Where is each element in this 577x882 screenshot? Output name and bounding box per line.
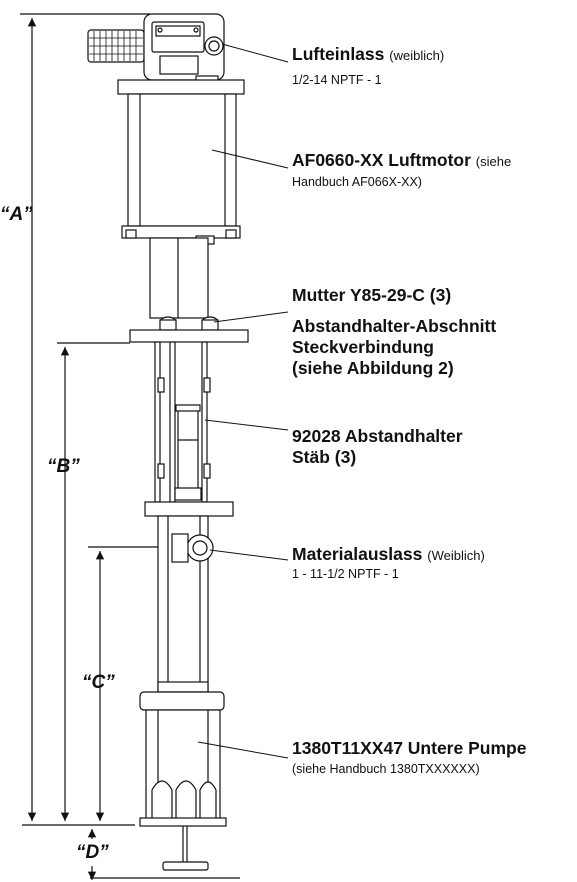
air-inlet-spec: 1/2-14 NPTF - 1 <box>292 73 382 87</box>
nut-line2: Abstandhalter-Abschnitt <box>292 316 497 336</box>
air-inlet-title: Lufteinlass <box>292 44 385 64</box>
lower-pump-title: 1380T11XX47 Untere Pumpe <box>292 738 527 758</box>
nut-line1: Mutter Y85-29-C (3) <box>292 285 452 305</box>
callout-air-inlet: Lufteinlass (weiblich) 1/2-14 NPTF - 1 <box>292 44 444 89</box>
spacer-top-plate <box>129 329 249 343</box>
callout-spacer-rods: 92028 Abstandhalter Stäb (3) <box>292 426 463 468</box>
air-valve-head <box>87 13 225 83</box>
air-motor <box>117 79 245 245</box>
callout-lower-pump: 1380T11XX47 Untere Pumpe (siehe Handbuch… <box>292 738 526 778</box>
pump-foot <box>162 861 209 871</box>
dimension-b-label: “B” <box>47 456 80 477</box>
air-motor-spec: Handbuch AF066X-XX) <box>292 175 422 189</box>
callout-air-motor: AF0660-XX Luftmotor (siehe Handbuch AF06… <box>292 150 511 191</box>
air-inlet-note: (weiblich) <box>389 48 445 63</box>
motor-top-flange <box>117 79 245 95</box>
material-outlet-note: (Weiblich) <box>427 548 485 563</box>
spacer-rods-line1: 92028 Abstandhalter <box>292 426 463 446</box>
material-outlet-spec: 1 - 11-1/2 NPTF - 1 <box>292 567 399 581</box>
leader-lines <box>197 43 289 759</box>
outlet-body <box>157 515 214 693</box>
air-motor-note: (siehe <box>475 154 512 169</box>
pump-top-collar <box>139 691 225 711</box>
nut-line3: Steckverbindung <box>292 337 434 357</box>
dimension-a-label: “A” <box>0 204 33 225</box>
material-outlet-title: Materialauslass <box>292 544 423 564</box>
lower-pump <box>139 691 227 871</box>
connecting-rod <box>177 407 199 494</box>
lower-pump-spec: (siehe Handbuch 1380TXXXXXX) <box>292 762 480 776</box>
dimension-d-label: “D” <box>76 842 109 863</box>
motor-bottom-flange <box>121 225 241 239</box>
dimension-c-label: “C” <box>82 672 115 693</box>
spacer-section <box>129 329 249 517</box>
motor-cylinder <box>127 93 237 227</box>
nut-line4: (siehe Abbildung 2) <box>292 358 454 378</box>
callout-material-outlet: Materialauslass (Weiblich) 1 - 11-1/2 NP… <box>292 544 485 583</box>
upper-tie-rods <box>149 237 219 331</box>
air-motor-title: AF0660-XX Luftmotor <box>292 150 471 170</box>
dimension-lines <box>20 13 240 880</box>
callout-nut: Mutter Y85-29-C (3) Abstandhalter-Abschn… <box>292 285 496 379</box>
spacer-rods-line2: Stäb (3) <box>292 447 357 467</box>
spacer-bottom-plate <box>144 501 234 517</box>
